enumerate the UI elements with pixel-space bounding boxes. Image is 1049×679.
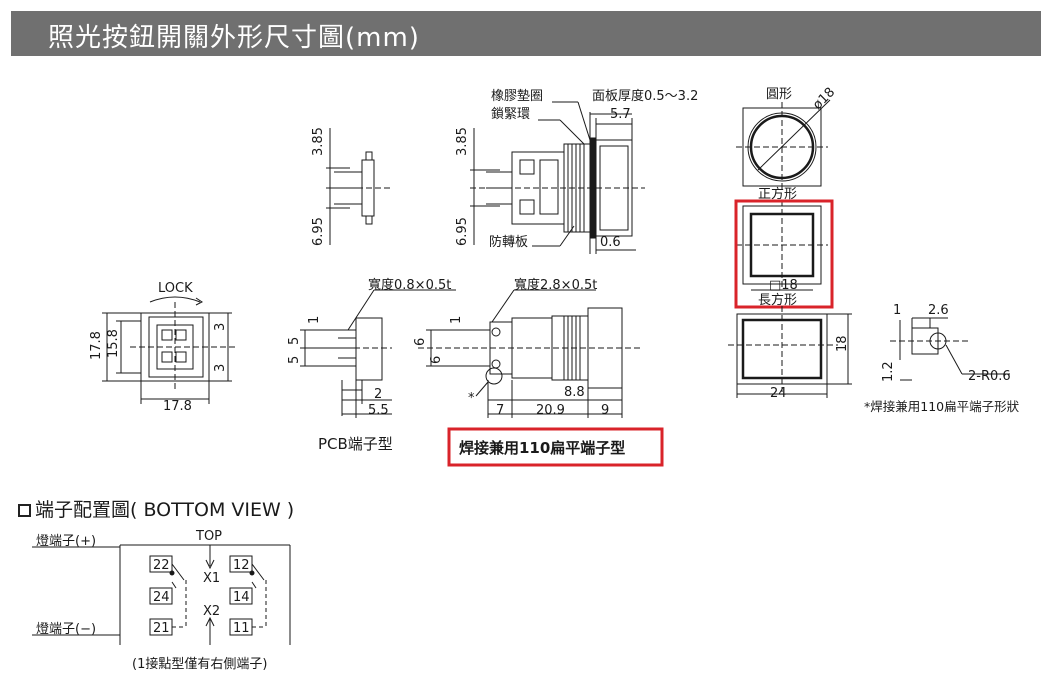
label-square: 正方形	[758, 186, 797, 202]
dim-6-weld-right: 6	[429, 356, 444, 364]
terminal-14: 14	[233, 590, 250, 605]
terminal-22: 22	[153, 558, 170, 573]
square-face	[736, 200, 828, 291]
checkbox-square-icon	[18, 504, 31, 517]
dim-24: 24	[770, 386, 787, 401]
weld-highlight-box	[447, 427, 664, 467]
side-view-pcb-top	[326, 128, 392, 245]
caption-pcb: PCB端子型	[318, 435, 393, 453]
dim-18: 18	[835, 335, 850, 352]
label-lamp-plus: 燈端子(+)	[36, 534, 96, 549]
dim-6-95-left: 6.95	[311, 217, 326, 246]
dim-3-85-left: 3.85	[311, 127, 326, 156]
dim-2-6: 2.6	[928, 303, 949, 318]
label-rubber-gasket: 橡膠墊圈	[491, 89, 543, 104]
dim-5-7: 5.7	[610, 107, 631, 122]
terminal-note: (1接點型僅有右側端子)	[132, 656, 267, 672]
terminal-21: 21	[153, 621, 170, 636]
dim-sq-18: □18	[769, 278, 798, 293]
dim-2-pcb: 2	[374, 387, 382, 402]
terminal-24: 24	[153, 590, 170, 605]
terminal-layout	[32, 544, 291, 645]
pcb-side-view	[300, 289, 456, 418]
dim-phi-18: ø18	[810, 85, 838, 113]
dim-1-weld: 1	[449, 316, 464, 324]
label-x2: X2	[203, 604, 220, 619]
terminal-detail	[890, 317, 1010, 381]
dim-15-8: 15.8	[106, 329, 121, 358]
label-round: 圓形	[766, 87, 792, 102]
title-bar: 照光按鈕開關外形尺寸圖(mm)	[11, 11, 1041, 56]
label-rect: 長方形	[758, 292, 797, 308]
dim-8-8: 8.8	[564, 385, 585, 400]
dim-17-8-vertical: 17.8	[89, 331, 104, 360]
label-lock-ring: 鎖緊環	[491, 106, 530, 122]
dim-5-pcb-top: 5	[287, 337, 302, 345]
label-anti-rotation: 防轉板	[489, 234, 528, 250]
rect-face	[728, 306, 852, 398]
dim-5-pcb-bottom: 5	[287, 356, 302, 364]
round-face	[736, 99, 831, 192]
front-view-lock	[102, 296, 238, 404]
terminal-section-heading: 端子配置圖( BOTTOM VIEW )	[18, 495, 294, 522]
square-highlight-box	[734, 199, 834, 309]
terminal-11: 11	[233, 621, 250, 636]
terminal-heading-text: 端子配置圖( BOTTOM VIEW )	[35, 499, 295, 521]
dim-5-5: 5.5	[368, 403, 389, 418]
caption-weld: 焊接兼用110扁平端子型	[459, 439, 626, 457]
dim-7: 7	[496, 403, 504, 418]
dim-6-weld-left: 6	[413, 338, 428, 346]
dim-0-6: 0.6	[600, 235, 621, 250]
page-title: 照光按鈕開關外形尺寸圖(mm)	[48, 23, 420, 53]
label-top: TOP	[195, 529, 222, 544]
dim-9: 9	[601, 403, 609, 418]
label-width-tab: 寬度2.8×0.5t	[514, 277, 597, 293]
label-lamp-minus: 燈端子(−)	[36, 622, 96, 637]
dim-2-r0-6: 2-R0.6	[968, 369, 1011, 384]
caption-weld-note: *焊接兼用110扁平端子形狀	[864, 399, 1020, 414]
weld-asterisk: *	[468, 391, 475, 406]
dim-3-85-mid: 3.85	[455, 127, 470, 156]
label-width-pcb: 寬度0.8×0.5t	[368, 277, 451, 293]
dim-3-top: 3	[213, 323, 228, 331]
weld-side-view	[418, 289, 640, 418]
dim-17-8-horizontal: 17.8	[163, 399, 192, 414]
dim-6-95-mid: 6.95	[455, 217, 470, 246]
dim-20-9: 20.9	[536, 403, 565, 418]
dim-1-right: 1	[893, 303, 901, 318]
label-panel-thickness: 面板厚度0.5〜3.2	[592, 88, 698, 104]
label-x1: X1	[203, 571, 220, 586]
dim-1-2: 1.2	[881, 361, 896, 382]
dim-3-bottom: 3	[213, 364, 228, 372]
terminal-12: 12	[233, 558, 250, 573]
side-view-panel	[470, 101, 645, 254]
dim-1-pcb: 1	[307, 316, 322, 324]
label-lock: LOCK	[158, 281, 193, 296]
